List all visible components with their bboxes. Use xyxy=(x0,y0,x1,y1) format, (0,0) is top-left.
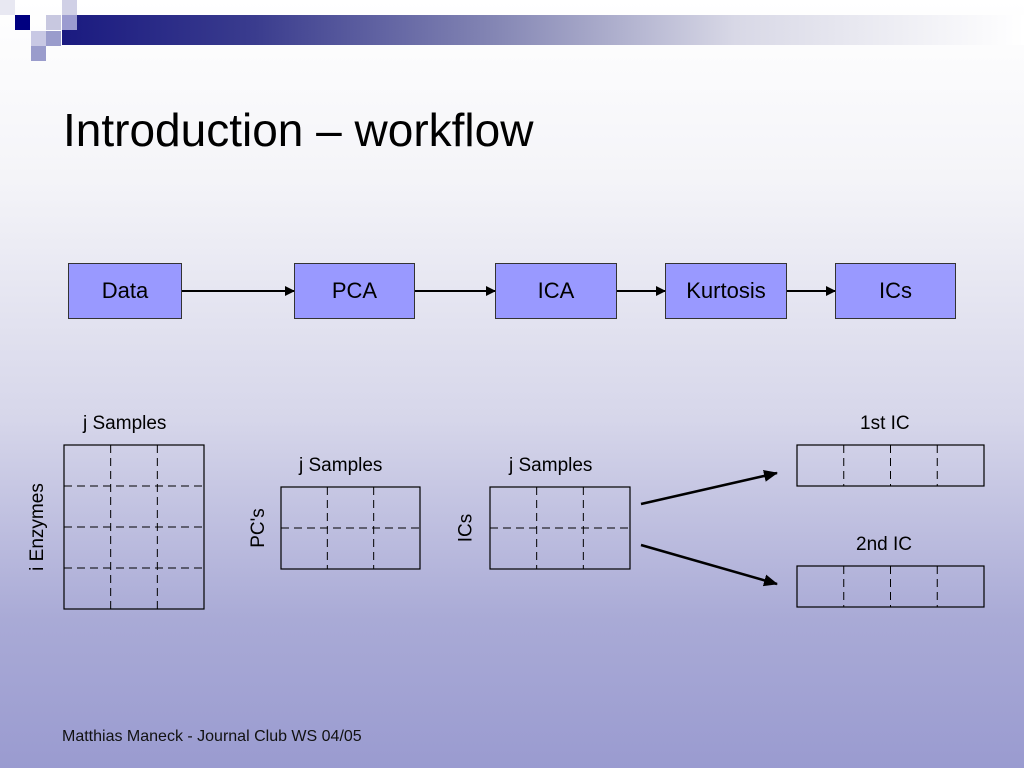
step-pca: PCA xyxy=(294,263,415,319)
ic-matrix-side-label: ICs xyxy=(455,513,477,543)
step-label: ICA xyxy=(537,278,575,303)
deco-square xyxy=(0,0,15,15)
data-matrix-side-label: i Enzymes xyxy=(26,483,48,571)
step-ics: ICs xyxy=(835,263,956,319)
slide-title: Introduction – workflow xyxy=(63,104,534,156)
matrix-border xyxy=(280,486,421,570)
pc-matrix-top-label: j Samples xyxy=(299,455,383,476)
pc-matrix-grid xyxy=(280,486,421,570)
step-kurtosis: Kurtosis xyxy=(665,263,787,319)
matrix-border xyxy=(796,444,985,487)
first-ic-label: 1st IC xyxy=(860,413,910,434)
matrix-border xyxy=(489,486,631,570)
second-ic-label: 2nd IC xyxy=(856,534,912,555)
data-matrix-top-label: j Samples xyxy=(83,413,167,434)
step-label: Data xyxy=(101,278,149,303)
matrix-border xyxy=(796,565,985,608)
second-ic-grid xyxy=(796,565,985,608)
header-gradient-band xyxy=(62,15,1024,45)
matrix-border xyxy=(63,444,205,610)
ic-matrix-grid xyxy=(489,486,631,570)
step-label: PCA xyxy=(331,278,378,303)
step-ica: ICA xyxy=(495,263,617,319)
first-ic-grid xyxy=(796,444,985,487)
deco-square xyxy=(31,31,46,46)
pc-matrix-side-label: PC's xyxy=(247,508,269,548)
slide-footer: Matthias Maneck - Journal Club WS 04/05 xyxy=(62,728,362,745)
deco-square xyxy=(46,31,61,46)
arrow-to-first-ic xyxy=(640,470,778,506)
arrow-to-second-ic xyxy=(640,543,778,587)
deco-square xyxy=(46,15,61,30)
step-label: Kurtosis xyxy=(686,278,766,303)
ic-matrix-top-label: j Samples xyxy=(509,455,593,476)
step-label: ICs xyxy=(879,278,912,303)
deco-square xyxy=(15,15,30,30)
deco-square xyxy=(62,0,77,15)
deco-square xyxy=(62,15,77,30)
step-data: Data xyxy=(68,263,182,319)
data-matrix-grid xyxy=(63,444,205,610)
deco-square xyxy=(31,46,46,61)
